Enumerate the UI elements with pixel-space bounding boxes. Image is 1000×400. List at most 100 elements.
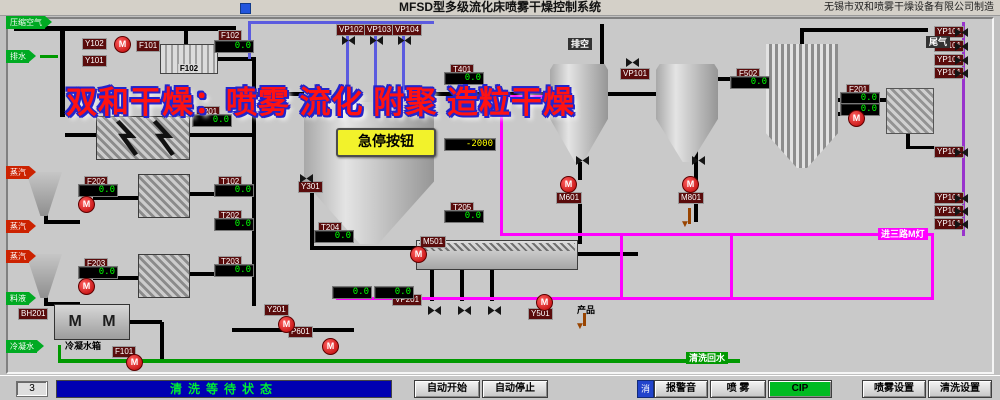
steam-heater (138, 174, 190, 218)
pump-icon[interactable]: M (682, 176, 699, 193)
bag-filter (766, 44, 838, 168)
pipe (583, 313, 586, 326)
status-bar: 清洗等待状态 (56, 380, 392, 398)
pipe (44, 214, 48, 224)
value-display: 0.0 (444, 72, 484, 85)
spray-button[interactable]: 喷 雾 (710, 380, 766, 398)
title-bar: MFSD型多级流化床喷雾干燥控制系统 无锡市双和喷雾干燥设备有限公司制造 (0, 0, 1000, 16)
page-title: MFSD型多级流化床喷雾干燥控制系统 (399, 0, 601, 14)
pump-icon[interactable]: M (278, 316, 295, 333)
clean-settings-button[interactable]: 清洗设置 (928, 380, 992, 398)
pump-icon[interactable]: M (410, 246, 427, 263)
heat-exchanger: F102 (160, 44, 218, 74)
mute-icon[interactable]: 消 (637, 380, 654, 398)
valve-icon[interactable] (955, 207, 968, 216)
pump-icon[interactable]: M (848, 110, 865, 127)
mute-alarm-button[interactable]: 报警音 (654, 380, 708, 398)
pipe (578, 192, 582, 244)
auto-stop-button[interactable]: 自动停止 (482, 380, 548, 398)
flow-arrow: 蒸汽 (6, 250, 36, 263)
value-display: 0.0 (730, 76, 770, 89)
value-display: 0.0 (214, 184, 254, 197)
pump-icon[interactable]: M (322, 338, 339, 355)
sensor-tag-Y201: Y201 (264, 304, 289, 316)
pipe (184, 31, 188, 46)
lightning-icon (115, 119, 175, 156)
pipe (608, 92, 656, 96)
valve-icon[interactable] (300, 174, 313, 183)
pipe (906, 132, 910, 149)
pump-icon[interactable]: M (114, 36, 131, 53)
pipe (60, 31, 65, 117)
emergency-stop-button[interactable]: 急停按钮 (336, 128, 436, 157)
valve-icon[interactable] (428, 306, 441, 315)
window-icon (240, 3, 251, 14)
sensor-tag-VP101: VP101 (620, 68, 651, 80)
valve-icon[interactable] (955, 194, 968, 203)
pump-icon[interactable]: M (536, 294, 553, 311)
valve-icon[interactable] (626, 58, 639, 67)
steam-heater (138, 254, 190, 298)
value-display: -2000 (444, 138, 496, 151)
valve-icon[interactable] (955, 42, 968, 51)
sensor-tag-M601: M601 (556, 192, 583, 204)
pump-icon[interactable]: M (78, 196, 95, 213)
pipe (694, 192, 698, 222)
pipe (44, 220, 80, 224)
pump-icon[interactable]: M (126, 354, 143, 371)
sensor-tag-F101: F101 (136, 40, 161, 52)
pipe (248, 21, 434, 24)
valve-icon[interactable] (398, 36, 411, 45)
status-text: 清洗等待状态 (169, 382, 278, 396)
product-arrow-icon: ▼ (680, 219, 690, 230)
valve-icon[interactable] (955, 220, 968, 229)
pump-icon[interactable]: M (78, 278, 95, 295)
flow-arrow: 压缩空气 (6, 16, 52, 29)
pipe (434, 92, 552, 96)
watermark-text: 双和干燥：喷雾 流化 附聚 造粒干燥 (66, 85, 575, 120)
value-display: 0.0 (214, 218, 254, 231)
vessel-label: M M (68, 313, 124, 330)
pump-icon[interactable]: M (560, 176, 577, 193)
diagram-label: 清洗回水 (686, 352, 729, 364)
valve-icon[interactable] (955, 56, 968, 65)
pipe (931, 235, 934, 300)
pipe (65, 133, 96, 137)
value-display: 0.0 (332, 286, 372, 299)
valve-icon[interactable] (576, 156, 589, 165)
pipe (600, 24, 604, 66)
valve-icon[interactable] (692, 156, 705, 165)
condensate-tank: M M (54, 304, 130, 340)
pipe (256, 92, 304, 96)
powder-hopper (656, 64, 718, 162)
sensor-tag-VP103: VP103 (364, 24, 395, 36)
valve-icon[interactable] (955, 148, 968, 157)
valve-icon[interactable] (955, 69, 968, 78)
valve-icon[interactable] (458, 306, 471, 315)
pipe (93, 196, 140, 200)
auto-start-button[interactable]: 自动开始 (414, 380, 480, 398)
valve-icon[interactable] (955, 28, 968, 37)
pipe (730, 235, 733, 300)
counter-display[interactable]: 3 (16, 381, 48, 397)
value-display: 0.0 (214, 40, 254, 53)
pipe (688, 208, 691, 224)
spray-settings-button[interactable]: 喷雾设置 (862, 380, 926, 398)
valve-icon[interactable] (370, 36, 383, 45)
pipe (216, 57, 256, 61)
valve-icon[interactable] (342, 36, 355, 45)
valve-icon[interactable] (488, 306, 501, 315)
cip-button[interactable]: CIP (768, 380, 832, 398)
pipe (374, 23, 377, 104)
product-arrow-icon: ▼ (575, 321, 585, 332)
manufacturer-text: 无锡市双和喷雾干燥设备有限公司制造 (824, 2, 994, 13)
value-display: 0.0 (444, 210, 484, 223)
pipe (310, 190, 314, 248)
diagram-label: 尾气 (926, 36, 951, 48)
pipe (402, 23, 405, 104)
flow-arrow: 料液 (6, 292, 36, 305)
pipe (800, 28, 928, 32)
electric-air-heater (96, 116, 190, 160)
